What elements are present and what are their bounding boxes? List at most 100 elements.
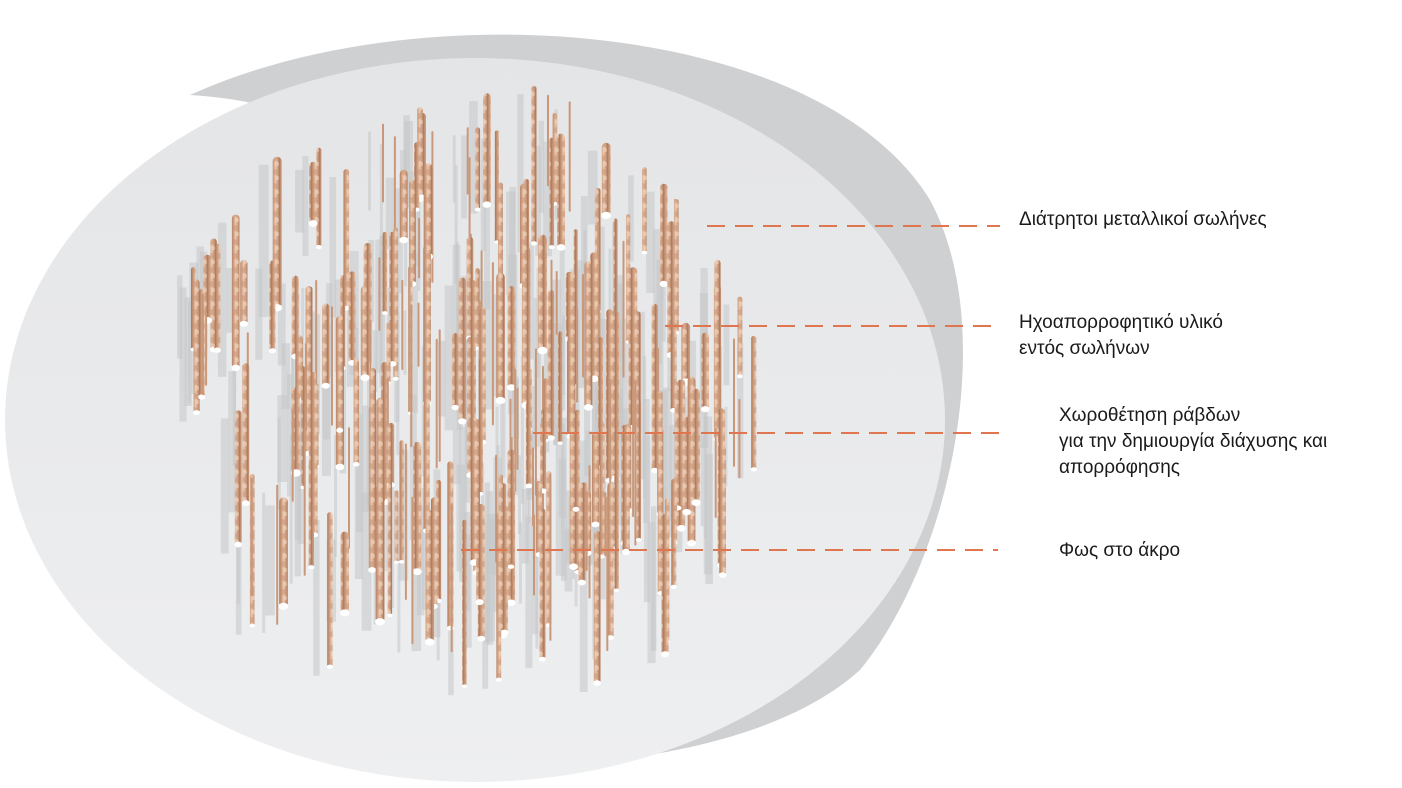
rod-shadow <box>535 487 539 649</box>
light-tip <box>508 564 515 569</box>
rod-shadow <box>421 487 429 610</box>
rod-shadow <box>295 169 305 233</box>
perforated-rod <box>450 503 453 653</box>
light-tip <box>231 364 240 371</box>
rod-shadow <box>287 374 293 497</box>
rod-shadow <box>535 145 542 257</box>
light-tip <box>606 635 615 641</box>
perforated-rod <box>605 374 613 483</box>
light-tip <box>691 499 701 506</box>
rod-shadow <box>403 310 407 375</box>
rod-shadow <box>372 330 378 392</box>
rod-shadow <box>404 225 408 287</box>
rod-shadow <box>390 451 394 608</box>
perforated-rod <box>474 127 481 212</box>
light-tip <box>193 410 200 416</box>
label-line: Φως στο άκρο <box>1059 540 1181 561</box>
perforated-rod <box>399 440 405 564</box>
light-tip <box>682 508 692 516</box>
perforated-rod <box>583 261 593 411</box>
rod-shadow <box>317 314 320 434</box>
perforated-rod <box>303 425 306 576</box>
light-tip <box>547 435 555 441</box>
perforated-rod <box>572 450 580 512</box>
rod-shadow <box>525 516 533 669</box>
rod-shadow <box>724 406 728 487</box>
light-tip <box>399 236 409 244</box>
light-tip <box>451 404 459 411</box>
rod-shadow <box>482 281 492 410</box>
label-line: εντός σωλήνων <box>1019 338 1150 359</box>
light-tip <box>353 462 360 467</box>
rod-shadow <box>700 435 704 526</box>
perforated-rod <box>621 438 631 556</box>
light-tip <box>601 211 612 220</box>
perforated-rod <box>304 343 307 431</box>
rod-shadow <box>297 454 305 544</box>
perforated-rod <box>386 422 395 488</box>
label-line: Χωροθέτηση ράβδων <box>1059 405 1241 426</box>
light-tip <box>557 441 563 446</box>
rod-shadow <box>281 343 290 410</box>
perforated-rod <box>278 497 289 610</box>
perforated-rod <box>582 274 584 378</box>
rod-shadow <box>500 376 504 500</box>
light-tip <box>687 540 696 547</box>
light-tip <box>278 602 289 610</box>
perforated-rod <box>202 254 212 324</box>
rod-shadow <box>506 191 516 295</box>
rod-shadow <box>637 311 645 480</box>
rod-shadow <box>262 492 266 633</box>
rod-shadow <box>289 433 293 584</box>
perforated-rod <box>682 416 692 516</box>
perforated-rod <box>424 510 435 646</box>
rod-shadow <box>452 244 461 348</box>
perforated-rod <box>368 406 377 573</box>
rod-shadow <box>265 505 275 616</box>
perforated-rod <box>604 492 607 557</box>
light-tip <box>387 613 393 618</box>
rod-shadow <box>368 131 371 211</box>
perforated-rod <box>193 279 200 416</box>
label-light-at-tip: Φως στο άκρο <box>1059 538 1180 564</box>
perforated-rod <box>670 479 677 590</box>
rod-shadow <box>334 435 337 557</box>
light-tip <box>198 394 206 400</box>
light-tip <box>368 567 377 573</box>
rod-shadow <box>361 492 372 631</box>
rod-shadow <box>656 259 664 420</box>
rod-shadow <box>329 177 337 318</box>
perforated-rod <box>576 307 579 403</box>
rod-shadow <box>396 312 400 456</box>
rod-shadow <box>502 395 506 478</box>
perforated-rod <box>634 380 637 546</box>
light-tip <box>737 374 743 379</box>
light-tip <box>537 346 548 355</box>
rod-shadow <box>277 417 281 510</box>
perforated-rod <box>198 289 206 400</box>
light-tip <box>241 500 250 507</box>
light-tip <box>382 311 388 315</box>
light-tip <box>718 572 727 578</box>
light-tip <box>670 584 677 590</box>
rod-shadow <box>302 155 309 257</box>
perforated-rod <box>308 161 318 227</box>
label-line: για την δημιουργία διάχυσης και <box>1059 431 1328 452</box>
perforated-rod <box>508 505 515 569</box>
light-tip <box>321 382 330 389</box>
rod-shadow <box>409 394 417 540</box>
perforated-rod <box>412 442 422 576</box>
light-tip <box>308 220 318 227</box>
label-rod-placement: Χωροθέτηση ράβδων για την δημιουργία διά… <box>1059 403 1327 481</box>
perforated-rod <box>714 427 717 518</box>
perforated-rod <box>241 363 250 507</box>
rod-shadow <box>294 471 301 577</box>
light-tip <box>613 588 620 593</box>
perforated-rod <box>315 279 318 388</box>
perforated-rod <box>387 479 393 618</box>
perforated-rod <box>495 273 506 405</box>
light-tip <box>482 201 492 208</box>
rod-shadow <box>520 356 524 504</box>
perforated-rod <box>635 400 642 542</box>
